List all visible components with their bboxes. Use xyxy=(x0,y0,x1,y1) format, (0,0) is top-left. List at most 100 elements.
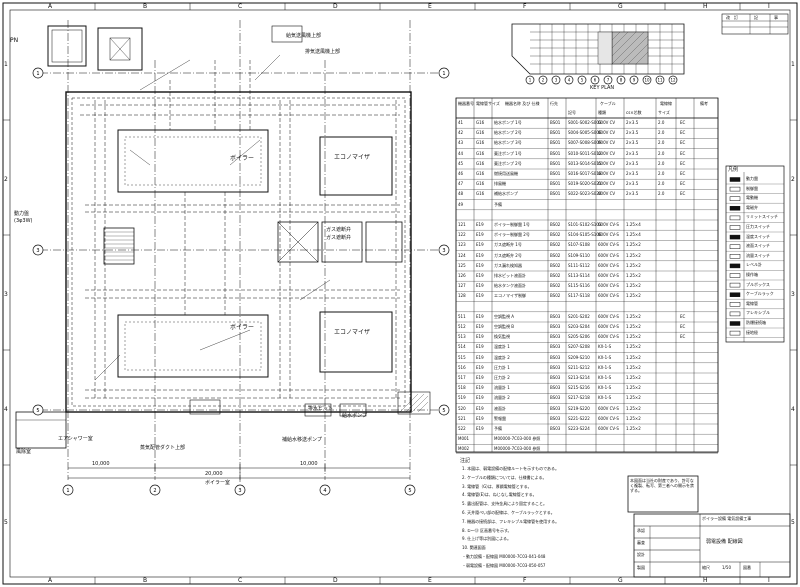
table-cell: BS03 xyxy=(550,344,561,350)
room-economizer-2: エコノマイザ xyxy=(334,329,371,336)
table-cell: 流量計 2 xyxy=(494,395,510,401)
table-cell: 2.0 xyxy=(658,120,665,125)
table-cell: 600V CV-S xyxy=(598,415,619,421)
table-cell: BS01 xyxy=(550,181,561,187)
table-cell: S113-S114 xyxy=(568,273,590,278)
table-cell: 2×3.5 xyxy=(626,130,639,136)
key-plan-bubble-label: 6 xyxy=(594,78,597,83)
table-cell: 1.25×2 xyxy=(626,344,641,350)
table-cell: 予備 xyxy=(494,426,502,431)
table-cell: 521 xyxy=(458,415,466,421)
legend-symbol-icon xyxy=(729,282,741,288)
legend-symbol-icon xyxy=(729,177,741,182)
title-row-3: 設計 xyxy=(637,552,645,557)
table-cell: BS02 xyxy=(550,283,561,289)
table-cell: 液面計 xyxy=(494,405,506,411)
table-cell: 600V CV xyxy=(598,181,616,187)
table-cell: E19 xyxy=(476,364,484,370)
table-cell: 1.25×2 xyxy=(626,293,641,299)
table-cell: EC xyxy=(680,171,686,176)
table-header: 電線管サイズ xyxy=(476,101,500,106)
column-label-bottom: G xyxy=(618,577,623,584)
table-subheader: 記号 xyxy=(568,110,576,115)
table-cell: 2.0 xyxy=(658,150,665,156)
legend-item: 防爆接続箱 xyxy=(746,320,766,325)
grid-bubble xyxy=(32,244,44,256)
legend-item: 流量スイッチ xyxy=(746,252,770,258)
table-cell: エコノマイザ制御 xyxy=(494,293,526,299)
grid-bubble-label: 1 xyxy=(442,71,445,77)
table-cell: 128 xyxy=(458,293,466,299)
table-footer-cell: M00000-7C03-000 参照 xyxy=(494,446,541,452)
table-cell: G16 xyxy=(476,150,485,156)
title-block-frame xyxy=(627,13,791,578)
table-cell: 600V CV xyxy=(598,120,616,125)
key-plan-bubble xyxy=(668,75,678,85)
label-bottom-pump: 補給水移送ポンプ xyxy=(282,437,322,443)
column-label-top: B xyxy=(143,3,148,10)
row-label-left: 4 xyxy=(4,406,8,413)
label-bottom-duct: 蒸気配管ダクト上部 xyxy=(140,445,186,451)
table-cell: 122 xyxy=(458,232,466,238)
table-cell: 600V CV-S xyxy=(598,273,619,278)
table-cell: 1.25×2 xyxy=(626,426,641,431)
table-cell: EC xyxy=(680,334,686,340)
title-row-2: 審査 xyxy=(637,540,645,545)
table-cell: BS01 xyxy=(550,130,561,136)
legend-item: プルボックス xyxy=(746,281,770,287)
grid-bubble-label: 1 xyxy=(36,71,39,77)
table-cell: 519 xyxy=(458,395,466,401)
table-cell: 600V CV xyxy=(598,191,616,197)
table-cell: EC xyxy=(680,160,686,166)
table-cell: KX-1-S xyxy=(598,375,612,380)
table-cell: 1.25×2 xyxy=(626,273,641,278)
table-cell: 2×3.5 xyxy=(626,181,639,187)
table-header: 機器番号 xyxy=(458,101,474,106)
table-cell: 123 xyxy=(458,242,466,248)
table-cell: S013-S014-S015 xyxy=(568,160,602,166)
table-cell: BS02 xyxy=(550,293,561,299)
row-label-right: 3 xyxy=(791,291,795,298)
key-plan-bubble-label: 5 xyxy=(581,78,584,83)
table-cell: 薬注ポンプ 1号 xyxy=(494,150,522,156)
note-line: 3. 電線管（G)は、厚鋼電線管とする。 xyxy=(462,483,532,489)
table-cell: EC xyxy=(680,150,686,156)
note-line: 7. 機器の接続部は、フレキシブル電線管を使用する。 xyxy=(462,518,560,524)
row-label-left: 3 xyxy=(4,291,8,298)
grid-bubble-label: 5 xyxy=(442,408,445,414)
table-cell: S115-S116 xyxy=(568,283,590,289)
revision-head-3: 記 xyxy=(754,15,758,20)
scale-value: 1/50 xyxy=(722,565,731,570)
table-cell: 600V CV-S xyxy=(598,426,619,431)
table-cell: S101-S102-S103 xyxy=(568,222,602,227)
table-cell: BS03 xyxy=(550,426,561,431)
legend-title: 凡例 xyxy=(728,167,739,173)
note-line: 4. 電線管(E)は、ねじなし電線管とする。 xyxy=(462,492,537,498)
table-cell: 46 xyxy=(458,171,464,176)
grid-bubble-label: 5 xyxy=(408,488,411,494)
table-cell: BS03 xyxy=(550,324,561,329)
table-cell: 600V CV-S xyxy=(598,334,619,340)
dim-total: 20,000 xyxy=(205,471,223,477)
table-cell: E19 xyxy=(476,252,484,258)
legend-item: 動力盤 xyxy=(746,176,758,181)
table-cell: 空調監視 B xyxy=(494,324,515,329)
note-line: ・弱電設備・配線図 M00000-7C03-050-057 xyxy=(462,562,546,568)
legend-item: レベル計 xyxy=(746,262,762,268)
table-cell: 補給水ポンプ xyxy=(494,191,518,197)
key-plan-bubble xyxy=(642,75,652,85)
table-cell: S007-S008-S009 xyxy=(568,140,602,146)
table-subheader: cs×芯数 xyxy=(626,110,642,115)
key-plan-bubble xyxy=(603,75,613,85)
key-plan xyxy=(511,23,685,75)
key-plan-bubble xyxy=(655,75,665,85)
table-cell: 511 xyxy=(458,313,466,319)
note-line: 9. 仕上げ等は別図による。 xyxy=(462,536,511,542)
table-cell: BS03 xyxy=(550,334,561,340)
table-cell: E19 xyxy=(476,262,484,268)
table-cell: 600V CV-S xyxy=(598,262,619,268)
legend-item: 温度スイッチ xyxy=(746,233,770,239)
label-roof-top: 給気送風機上部 xyxy=(286,33,322,39)
column-label-top: D xyxy=(333,3,338,10)
table-cell: 518 xyxy=(458,385,466,391)
